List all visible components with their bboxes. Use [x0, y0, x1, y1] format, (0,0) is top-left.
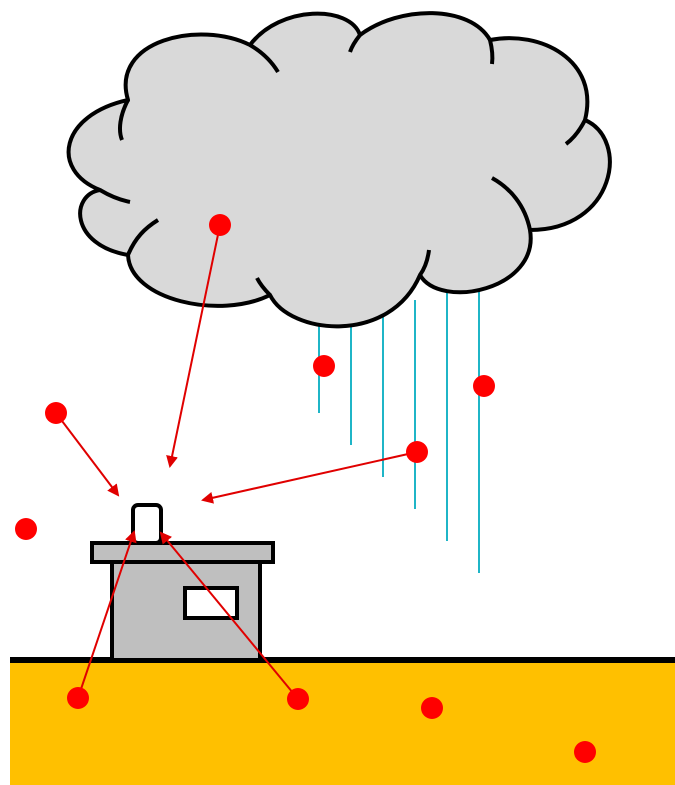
ground — [10, 657, 675, 785]
cloud-shape — [66, 11, 612, 329]
ground-fill — [10, 662, 675, 785]
red-dot-marker-icon — [67, 687, 89, 709]
cloud-lobe-line — [118, 99, 130, 141]
arrow-icon — [166, 224, 221, 468]
cloud-lobe-line — [418, 249, 431, 277]
cloud-lobe-line — [255, 277, 272, 297]
red-dot-marker-icon — [45, 402, 67, 424]
cloud-lobe-line — [491, 176, 532, 231]
arrow-icon — [77, 530, 137, 699]
sampler-inlet-icon — [131, 503, 163, 545]
station-roof — [90, 541, 275, 564]
red-dot-marker-icon — [287, 688, 309, 710]
cloud-lobe-line — [98, 188, 131, 204]
red-dot-marker-icon — [15, 518, 37, 540]
arrow-icon — [55, 412, 120, 497]
arrow-icon — [159, 531, 299, 700]
cloud-icon — [66, 11, 612, 329]
red-dot-marker-icon — [209, 214, 231, 236]
markers — [15, 214, 596, 763]
red-dot-marker-icon — [574, 741, 596, 763]
red-dot-marker-icon — [406, 441, 428, 463]
cloud-lobe-line — [348, 33, 362, 53]
arrow-icon — [201, 451, 418, 504]
red-dot-marker-icon — [421, 697, 443, 719]
red-dot-marker-icon — [313, 355, 335, 377]
cloud-lobe-line — [248, 43, 280, 74]
arrows — [55, 224, 418, 700]
cloud-lobe-line — [488, 39, 495, 65]
cloud-lobe-line — [126, 218, 160, 256]
red-dot-marker-icon — [473, 375, 495, 397]
rain-streaks-icon — [318, 285, 480, 573]
cloud-lobe-line — [564, 119, 587, 146]
